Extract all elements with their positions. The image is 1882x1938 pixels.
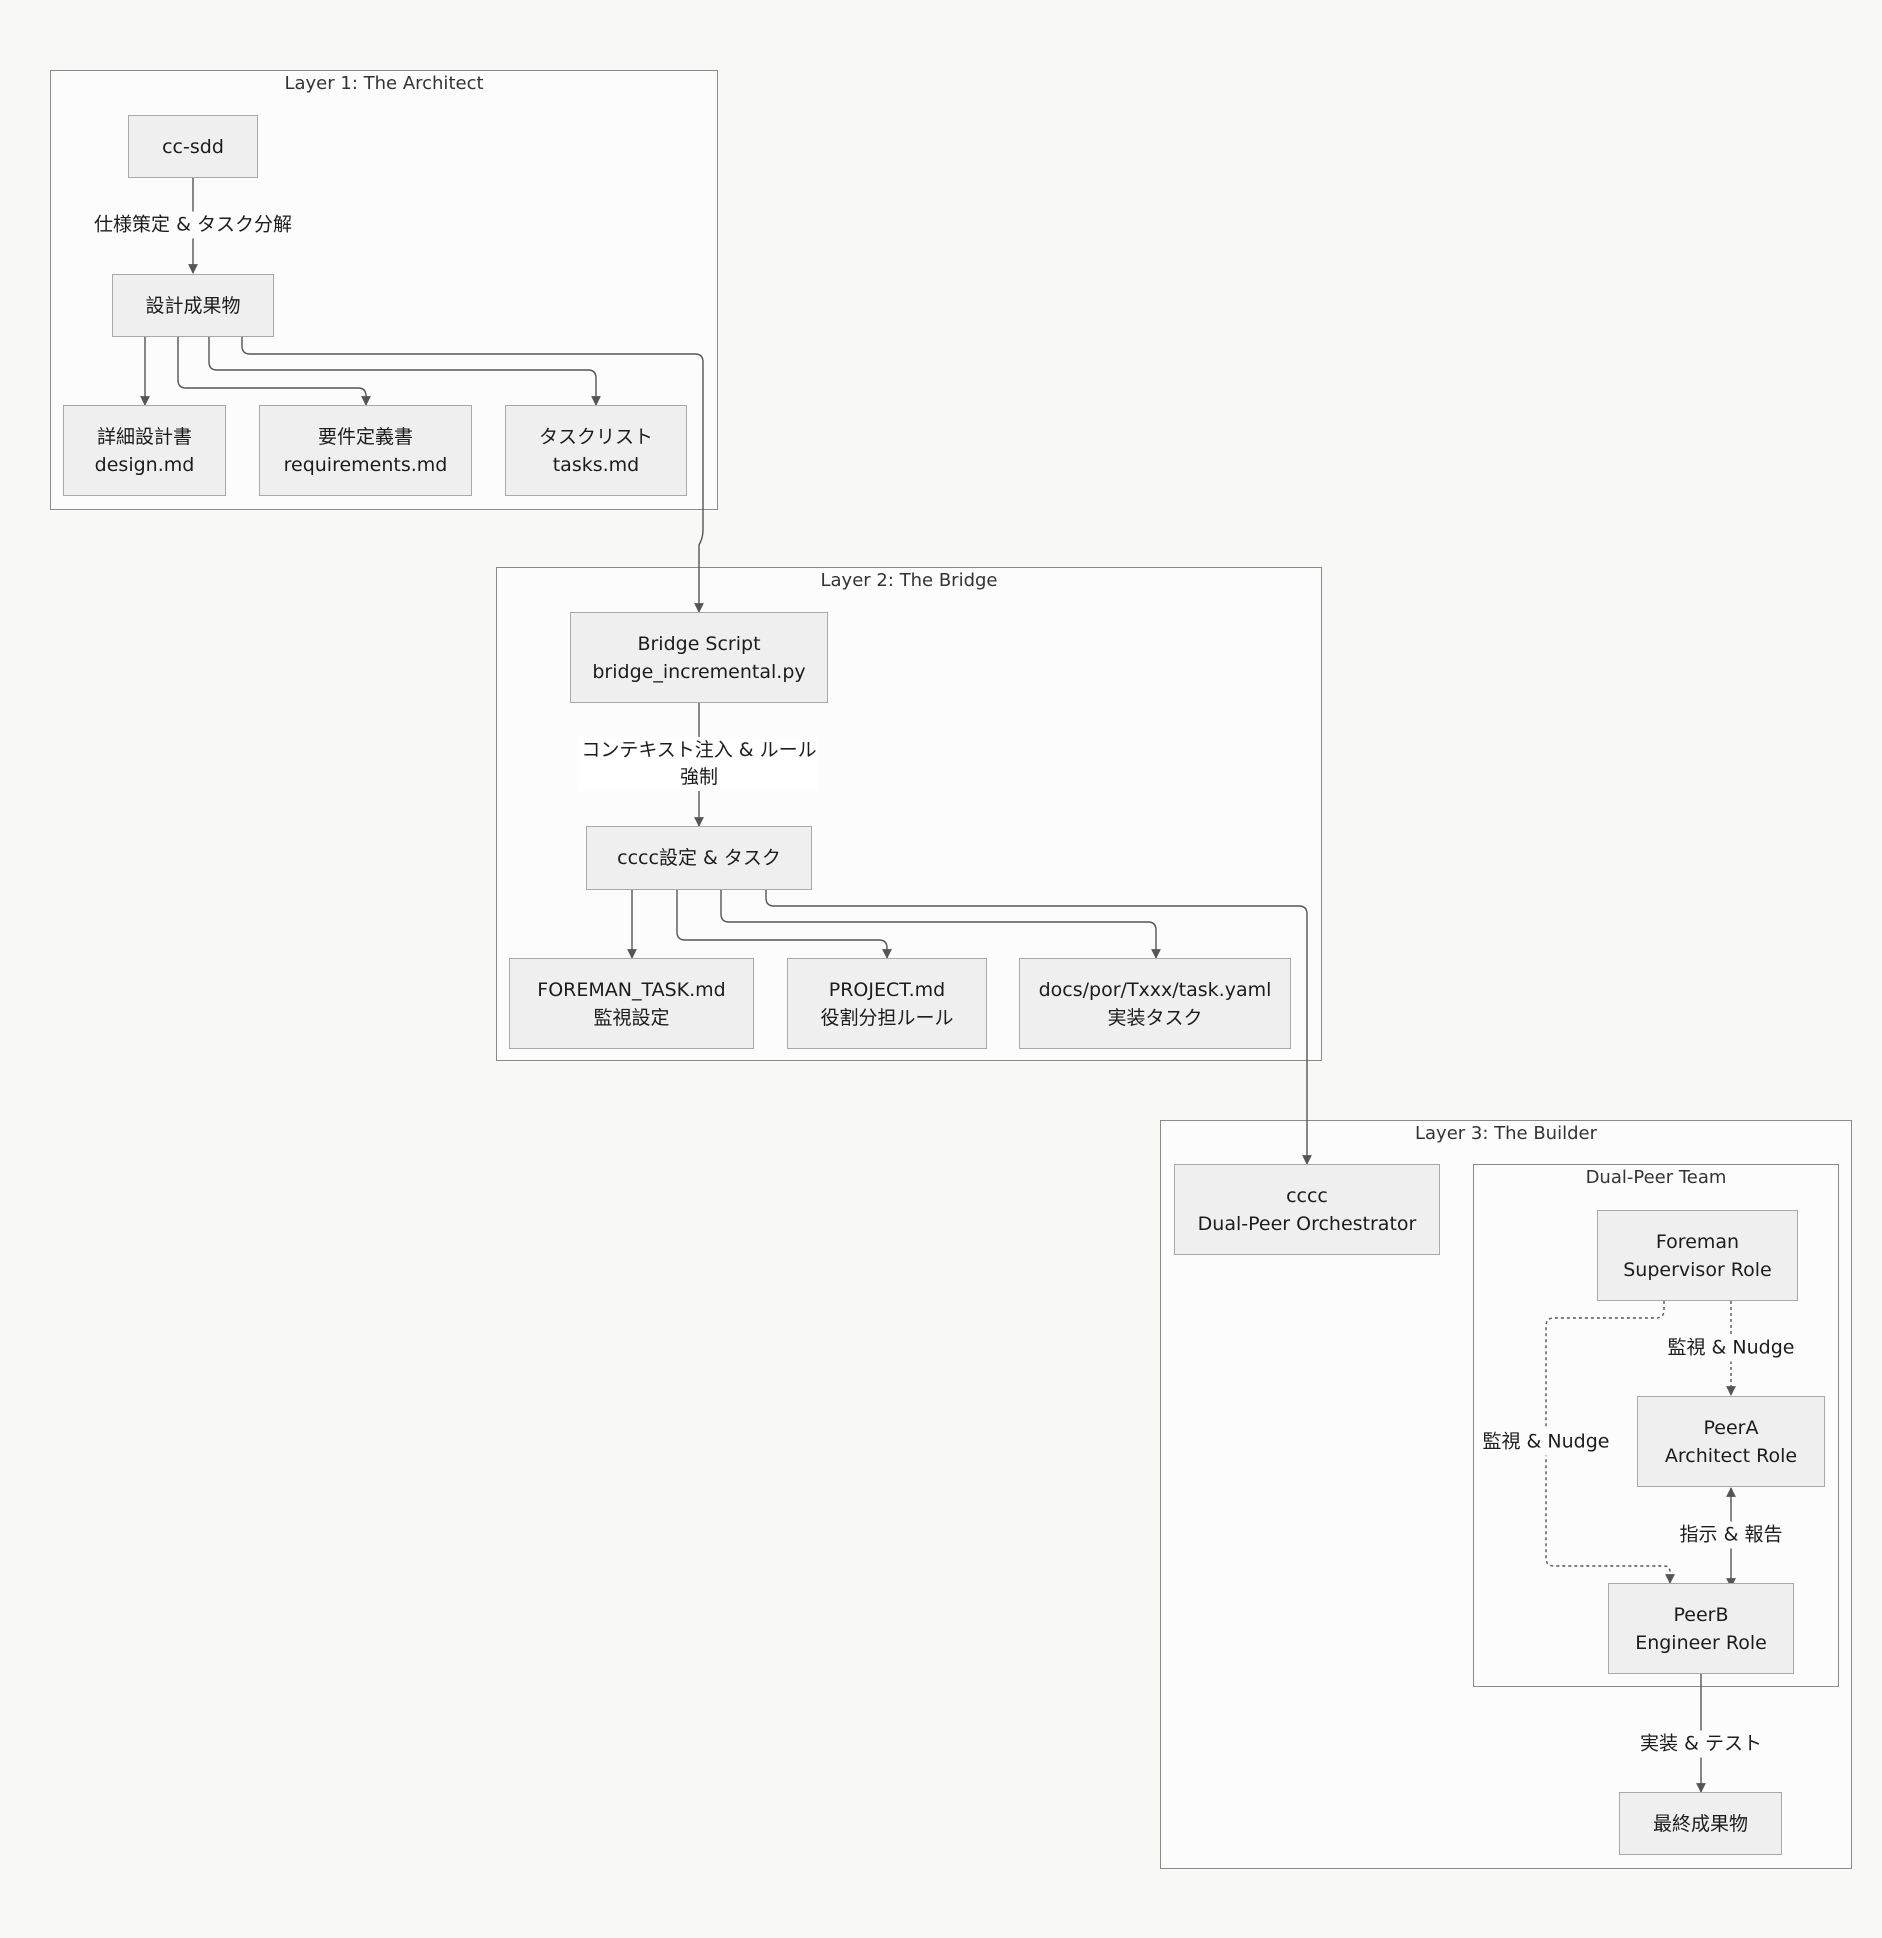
edge-artifacts-to-requirements-md: [177, 337, 371, 406]
node-foreman-line1: Foreman: [1655, 1230, 1740, 1253]
node-peer-b-line2: Engineer Role: [1635, 1631, 1767, 1654]
node-foreman-task-md-line1: FOREMAN_TASK.md: [537, 978, 726, 1001]
edge-label-context-inject-line1: コンテキスト注入 & ルール: [581, 739, 817, 761]
edge-label-spec-decompose: 仕様策定 & タスク分解: [91, 211, 295, 239]
node-peer-a: PeerA Architect Role: [1637, 1396, 1825, 1487]
node-cccc-config: cccc設定 & タスク: [586, 826, 812, 890]
node-design-artifacts-label: 設計成果物: [145, 294, 241, 317]
edge-config-to-task-yaml: [720, 890, 1161, 959]
edge-label-monitor-peer-b: 監視 & Nudge: [1479, 1428, 1613, 1456]
node-tasks-md-line1: タスクリスト: [538, 425, 653, 448]
node-project-md-line2: 役割分担ルール: [820, 1006, 954, 1029]
node-project-md-line1: PROJECT.md: [828, 978, 946, 1001]
cluster-layer-3-title: Layer 3: The Builder: [1414, 1123, 1597, 1144]
node-design-artifacts: 設計成果物: [112, 274, 274, 337]
node-foreman-task-md-line2: 監視設定: [593, 1006, 670, 1029]
node-tasks-md: タスクリスト tasks.md: [505, 405, 687, 496]
node-peer-a-line1: PeerA: [1703, 1416, 1759, 1439]
node-tasks-md-line2: tasks.md: [552, 453, 640, 476]
edge-label-instruct-report: 指示 & 報告: [1676, 1521, 1786, 1549]
node-final-output: 最終成果物: [1619, 1792, 1782, 1855]
node-foreman: Foreman Supervisor Role: [1597, 1210, 1798, 1301]
node-task-yaml: docs/por/Txxx/task.yaml 実装タスク: [1019, 958, 1291, 1049]
edge-artifacts-to-tasks-md: [208, 337, 601, 406]
node-cccc-orchestrator-line1: cccc: [1286, 1184, 1328, 1207]
node-cc-sdd-label: cc-sdd: [162, 135, 224, 158]
cluster-layer-1-title: Layer 1: The Architect: [284, 73, 484, 94]
node-foreman-task-md: FOREMAN_TASK.md 監視設定: [509, 958, 754, 1049]
node-bridge-script: Bridge Script bridge_incremental.py: [570, 612, 828, 703]
node-task-yaml-line1: docs/por/Txxx/task.yaml: [1038, 978, 1272, 1001]
edge-label-monitor-peer-a: 監視 & Nudge: [1664, 1334, 1798, 1362]
cluster-layer-2-title: Layer 2: The Bridge: [820, 570, 998, 591]
node-project-md: PROJECT.md 役割分担ルール: [787, 958, 987, 1049]
node-requirements-md: 要件定義書 requirements.md: [259, 405, 472, 496]
node-cc-sdd: cc-sdd: [128, 115, 258, 178]
node-design-md-line2: design.md: [94, 453, 195, 476]
node-foreman-line2: Supervisor Role: [1623, 1258, 1772, 1281]
node-cccc-orchestrator: cccc Dual-Peer Orchestrator: [1174, 1164, 1440, 1255]
node-bridge-script-line2: bridge_incremental.py: [592, 660, 806, 683]
node-cccc-config-label: cccc設定 & タスク: [617, 847, 781, 869]
node-requirements-md-line1: 要件定義書: [317, 425, 413, 448]
node-cccc-orchestrator-line2: Dual-Peer Orchestrator: [1197, 1212, 1417, 1235]
edge-label-implement-test: 実装 & テスト: [1637, 1730, 1765, 1758]
node-design-md: 詳細設計書 design.md: [63, 405, 226, 496]
cluster-dual-peer-team-title: Dual-Peer Team: [1585, 1167, 1727, 1188]
node-requirements-md-line2: requirements.md: [283, 453, 448, 476]
edge-label-context-inject-line2: 強制: [679, 766, 719, 788]
edge-label-context-inject: コンテキスト注入 & ルール 強制: [578, 737, 820, 791]
edge-config-to-cccc: [765, 890, 1312, 1165]
node-design-md-line1: 詳細設計書: [96, 425, 192, 448]
node-task-yaml-line2: 実装タスク: [1107, 1006, 1203, 1029]
node-peer-b: PeerB Engineer Role: [1608, 1583, 1794, 1674]
node-peer-a-line2: Architect Role: [1664, 1444, 1798, 1467]
node-final-output-label: 最終成果物: [1652, 1812, 1748, 1835]
edge-artifacts-to-bridge-script: [241, 337, 704, 613]
node-bridge-script-line1: Bridge Script: [637, 632, 761, 655]
node-peer-b-line1: PeerB: [1673, 1603, 1729, 1626]
edge-config-to-project-md: [676, 890, 892, 959]
